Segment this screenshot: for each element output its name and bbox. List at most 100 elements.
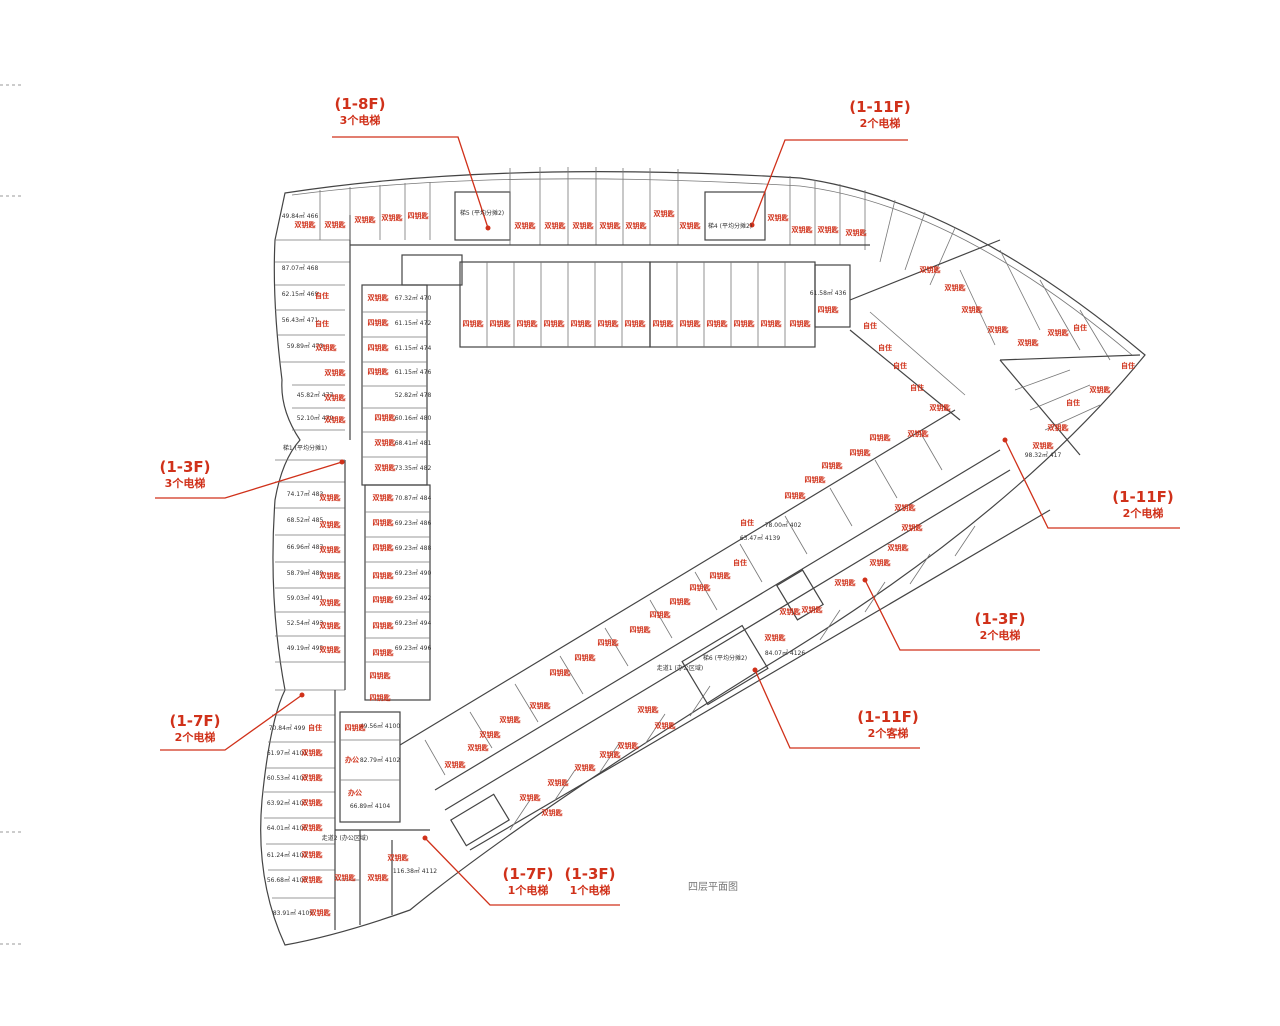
leader-1-11F-right bbox=[1004, 439, 1180, 529]
unit-label: 66.96㎡ 487 bbox=[287, 543, 324, 551]
svg-text:双钥匙: 双钥匙 bbox=[325, 393, 347, 402]
svg-text:双钥匙: 双钥匙 bbox=[680, 221, 702, 230]
unit-label: 52.10㎡ 479 bbox=[297, 414, 334, 422]
svg-text:双钥匙: 双钥匙 bbox=[355, 215, 377, 224]
unit-tags: 双钥匙 双钥匙 双钥匙 双钥匙 四钥匙 双钥匙 双钥匙 双钥匙 双钥匙 双钥匙 … bbox=[295, 209, 1136, 917]
svg-text:自住: 自住 bbox=[315, 291, 329, 300]
southwest-block bbox=[335, 829, 430, 925]
annotation-1-7F-bottom: (1-7F)1个电梯 bbox=[502, 865, 554, 897]
north-inner-block bbox=[459, 261, 851, 348]
svg-text:双钥匙: 双钥匙 bbox=[320, 621, 342, 630]
svg-text:四钥匙: 四钥匙 bbox=[625, 319, 647, 328]
svg-text:四钥匙: 四钥匙 bbox=[345, 723, 367, 732]
svg-text:双钥匙: 双钥匙 bbox=[302, 748, 324, 757]
svg-text:双钥匙: 双钥匙 bbox=[302, 875, 324, 884]
unit-label: 63.92㎡ 4105 bbox=[267, 799, 308, 807]
svg-text:四钥匙: 四钥匙 bbox=[818, 305, 840, 314]
unit-label: 61.15㎡ 476 bbox=[395, 368, 432, 376]
north-units bbox=[319, 167, 956, 286]
svg-text:四钥匙: 四钥匙 bbox=[544, 319, 566, 328]
svg-text:双钥匙: 双钥匙 bbox=[388, 853, 410, 862]
annotation-1-3F-bottom: (1-3F)1个电梯 bbox=[564, 865, 616, 897]
unit-label: 64.01㎡ 4106 bbox=[267, 824, 308, 832]
svg-text:四钥匙: 四钥匙 bbox=[408, 211, 430, 220]
unit-label: 68.41㎡ 481 bbox=[395, 439, 432, 447]
svg-text:双钥匙: 双钥匙 bbox=[373, 493, 395, 502]
svg-text:双钥匙: 双钥匙 bbox=[920, 265, 942, 274]
svg-text:四钥匙: 四钥匙 bbox=[630, 625, 652, 634]
svg-text:双钥匙: 双钥匙 bbox=[295, 220, 317, 229]
svg-text:双钥匙: 双钥匙 bbox=[316, 343, 338, 352]
diagonal-corridor bbox=[399, 409, 1051, 851]
svg-text:双钥匙: 双钥匙 bbox=[545, 221, 567, 230]
unit-label: 87.07㎡ 468 bbox=[282, 264, 319, 272]
svg-text:双钥匙: 双钥匙 bbox=[895, 503, 917, 512]
unit-label: 68.52㎡ 485 bbox=[287, 516, 324, 524]
unit-label: 61.24㎡ 4107 bbox=[267, 851, 308, 859]
svg-text:四钥匙: 四钥匙 bbox=[370, 671, 392, 680]
unit-label: 66.89㎡ 4104 bbox=[350, 802, 391, 810]
svg-text:双钥匙: 双钥匙 bbox=[500, 715, 522, 724]
svg-text:四钥匙: 四钥匙 bbox=[734, 319, 756, 328]
svg-text:双钥匙: 双钥匙 bbox=[375, 463, 397, 472]
core-label: 梯4 (平均分摊2) bbox=[708, 222, 752, 230]
svg-text:四钥匙: 四钥匙 bbox=[373, 543, 395, 552]
unit-label: 45.82㎡ 477 bbox=[297, 391, 334, 399]
svg-text:双钥匙: 双钥匙 bbox=[445, 760, 467, 769]
unit-label: 74.17㎡ 483 bbox=[287, 490, 324, 498]
svg-text:四钥匙: 四钥匙 bbox=[822, 461, 844, 470]
unit-label: 62.15㎡ 469 bbox=[282, 290, 319, 298]
svg-text:双钥匙: 双钥匙 bbox=[573, 221, 595, 230]
core-label: 梯6 (平均分摊2) bbox=[703, 654, 747, 662]
svg-text:双钥匙: 双钥匙 bbox=[480, 730, 502, 739]
svg-text:四钥匙: 四钥匙 bbox=[517, 319, 539, 328]
unit-label: 61.15㎡ 472 bbox=[395, 319, 432, 327]
annotation-1-11F-center: (1-11F)2个客梯 bbox=[857, 708, 919, 740]
svg-text:四钥匙: 四钥匙 bbox=[707, 319, 729, 328]
unit-label: 73.35㎡ 482 bbox=[395, 464, 432, 472]
unit-label: 49.56㎡ 4100 bbox=[360, 722, 401, 730]
svg-text:双钥匙: 双钥匙 bbox=[600, 750, 622, 759]
svg-text:四钥匙: 四钥匙 bbox=[368, 343, 390, 352]
annotation-1-11F-top: (1-11F)2个电梯 bbox=[849, 98, 911, 130]
svg-text:双钥匙: 双钥匙 bbox=[575, 763, 597, 772]
unit-label: 61.58㎡ 436 bbox=[810, 289, 847, 297]
svg-text:双钥匙: 双钥匙 bbox=[888, 543, 910, 552]
svg-text:双钥匙: 双钥匙 bbox=[1048, 423, 1070, 432]
svg-text:双钥匙: 双钥匙 bbox=[530, 701, 552, 710]
svg-text:双钥匙: 双钥匙 bbox=[846, 228, 868, 237]
svg-text:四钥匙: 四钥匙 bbox=[368, 318, 390, 327]
unit-label: 84.07㎡ 4126 bbox=[765, 649, 806, 657]
svg-text:四钥匙: 四钥匙 bbox=[370, 693, 392, 702]
svg-text:双钥匙: 双钥匙 bbox=[320, 598, 342, 607]
svg-text:四钥匙: 四钥匙 bbox=[650, 610, 672, 619]
unit-label: 52.82㎡ 478 bbox=[395, 391, 432, 399]
inner-west-block bbox=[339, 254, 463, 823]
svg-text:双钥匙: 双钥匙 bbox=[302, 773, 324, 782]
svg-text:双钥匙: 双钥匙 bbox=[802, 605, 824, 614]
svg-text:双钥匙: 双钥匙 bbox=[618, 741, 640, 750]
svg-text:四钥匙: 四钥匙 bbox=[761, 319, 783, 328]
svg-text:双钥匙: 双钥匙 bbox=[520, 793, 542, 802]
unit-label: 56.68㎡ 4108 bbox=[267, 876, 308, 884]
svg-text:四钥匙: 四钥匙 bbox=[805, 475, 827, 484]
svg-text:双钥匙: 双钥匙 bbox=[548, 778, 570, 787]
unit-label: 58.79㎡ 489 bbox=[287, 569, 324, 577]
unit-label: 70.84㎡ 499 bbox=[269, 724, 306, 732]
svg-text:四钥匙: 四钥匙 bbox=[373, 648, 395, 657]
unit-label: 60.53㎡ 4103 bbox=[267, 774, 308, 782]
leader-1-3F-right bbox=[864, 579, 1040, 651]
svg-text:自住: 自住 bbox=[315, 319, 329, 328]
unit-label: 61.15㎡ 474 bbox=[395, 344, 432, 352]
svg-text:双钥匙: 双钥匙 bbox=[375, 438, 397, 447]
svg-text:双钥匙: 双钥匙 bbox=[542, 808, 564, 817]
svg-text:双钥匙: 双钥匙 bbox=[310, 908, 332, 917]
svg-text:自住: 自住 bbox=[308, 723, 322, 732]
svg-text:双钥匙: 双钥匙 bbox=[654, 209, 676, 218]
svg-text:双钥匙: 双钥匙 bbox=[325, 220, 347, 229]
leader-1-11F-top bbox=[751, 139, 908, 226]
svg-text:双钥匙: 双钥匙 bbox=[870, 558, 892, 567]
svg-text:双钥匙: 双钥匙 bbox=[765, 633, 787, 642]
svg-text:四钥匙: 四钥匙 bbox=[571, 319, 593, 328]
annotation-1-3F-left: (1-3F)3个电梯 bbox=[159, 458, 211, 490]
